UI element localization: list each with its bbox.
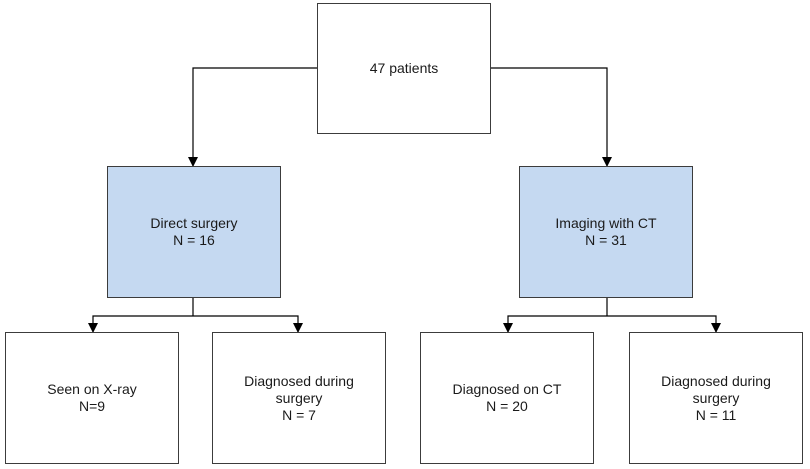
node-direct-surgery-line-1: Direct surgery bbox=[150, 215, 238, 231]
node-direct-surgery: Direct surgery N = 16 bbox=[107, 166, 281, 298]
node-seen-on-xray-line-1: Seen on X-ray bbox=[47, 381, 137, 397]
node-diagnosed-during-surgery-1-line-3: N = 7 bbox=[282, 406, 316, 423]
node-diagnosed-on-ct: Diagnosed on CT N = 20 bbox=[420, 332, 594, 464]
node-imaging-ct-line-1: Imaging with CT bbox=[555, 215, 657, 231]
node-diagnosed-during-surgery-1-line-1: Diagnosed during bbox=[244, 372, 354, 389]
node-diagnosed-on-ct-line-1: Diagnosed on CT bbox=[452, 381, 562, 397]
node-diagnosed-during-surgery-1: Diagnosed during surgery N = 7 bbox=[212, 332, 386, 464]
node-direct-surgery-line-2: N = 16 bbox=[173, 232, 215, 248]
edge-imaging-surgery2 bbox=[607, 315, 721, 333]
edge-imaging-ct bbox=[503, 315, 607, 333]
node-diagnosed-during-surgery-2-line-3: N = 11 bbox=[695, 406, 737, 423]
edge-root-direct bbox=[188, 67, 317, 167]
node-diagnosed-during-surgery-1-line-2: surgery bbox=[275, 389, 323, 406]
node-diagnosed-during-surgery-2-line-2: surgery bbox=[692, 389, 740, 406]
node-diagnosed-during-surgery-2: Diagnosed during surgery N = 11 bbox=[629, 332, 803, 464]
node-imaging-ct-line-2: N = 31 bbox=[585, 232, 627, 248]
edge-direct-surgery1 bbox=[193, 315, 303, 333]
node-seen-on-xray-line-2: N=9 bbox=[78, 398, 106, 414]
node-diagnosed-on-ct-line-2: N = 20 bbox=[486, 398, 528, 414]
edge-root-imaging bbox=[491, 67, 612, 167]
node-diagnosed-during-surgery-2-line-1: Diagnosed during bbox=[661, 372, 771, 389]
node-root-line-1: 47 patients bbox=[369, 60, 439, 76]
node-root: 47 patients bbox=[317, 3, 491, 134]
node-seen-on-xray: Seen on X-ray N=9 bbox=[5, 332, 179, 464]
node-imaging-ct: Imaging with CT N = 31 bbox=[519, 166, 693, 298]
edge-direct-xray bbox=[88, 315, 193, 333]
